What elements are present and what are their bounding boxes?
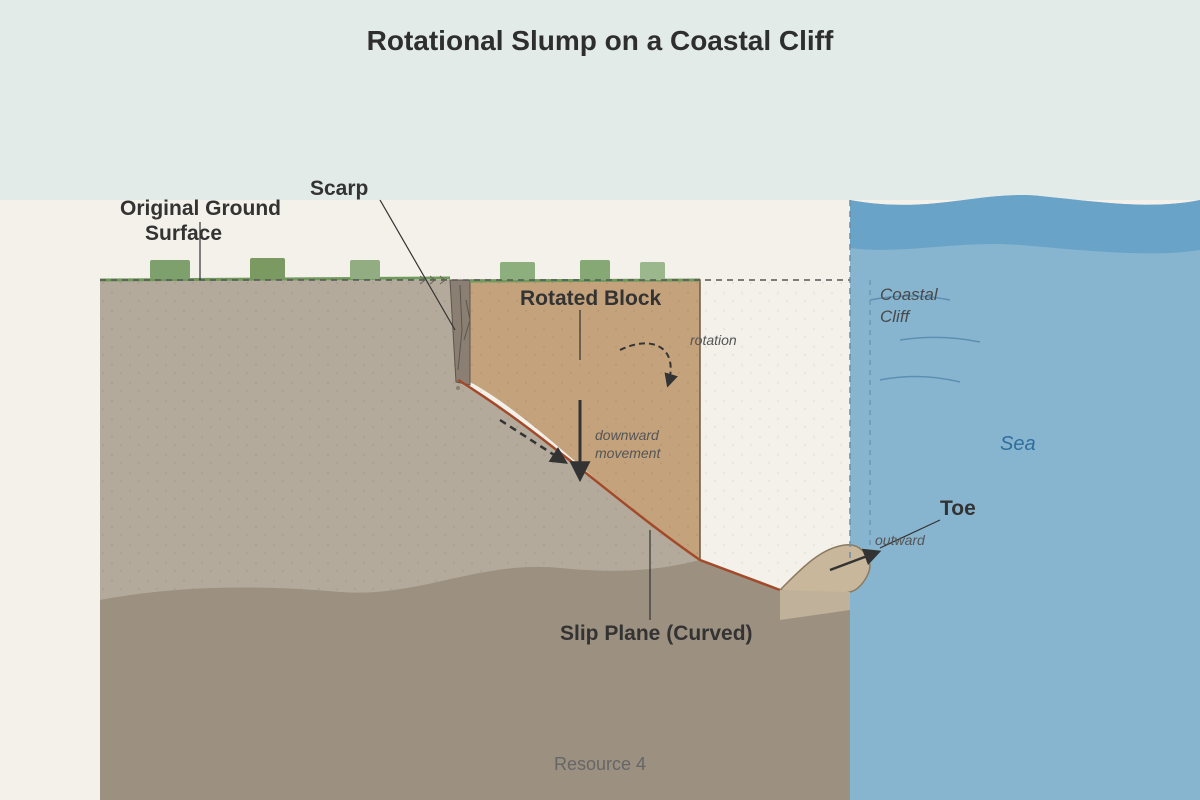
label-downward-1: downward bbox=[595, 427, 660, 443]
leader-scarp bbox=[379, 199, 456, 331]
shrub bbox=[350, 260, 380, 279]
slip-arrow bbox=[499, 418, 568, 464]
sea-ripple bbox=[899, 336, 981, 343]
label-outward: outward bbox=[875, 532, 926, 548]
shrub bbox=[250, 258, 285, 279]
label-scarp: Scarp bbox=[310, 177, 368, 200]
label-original-ground-1: Original Ground bbox=[120, 197, 281, 220]
cliff-rock-lower bbox=[100, 560, 850, 800]
rotation-arrow bbox=[619, 342, 678, 388]
sea-ripple bbox=[869, 295, 951, 301]
label-slip-plane: Slip Plane (Curved) bbox=[560, 622, 753, 645]
label-rotated-block: Rotated Block bbox=[520, 287, 662, 310]
shrub bbox=[580, 260, 610, 280]
sky bbox=[0, 0, 1200, 200]
outward-arrow bbox=[829, 548, 882, 572]
label-downward-2: movement bbox=[595, 445, 661, 461]
shrub bbox=[640, 262, 665, 280]
sea-ripple bbox=[879, 375, 961, 383]
label-sea: Sea bbox=[1000, 433, 1036, 455]
footer-resource: Resource 4 bbox=[554, 754, 646, 774]
label-toe: Toe bbox=[940, 497, 976, 520]
scarp-movement-chevrons bbox=[419, 275, 446, 285]
label-original-ground-2: Surface bbox=[145, 222, 222, 245]
label-coastal-cliff-1: Coastal bbox=[880, 285, 939, 304]
diagram-title: Rotational Slump on a Coastal Cliff bbox=[367, 25, 834, 56]
leader-toe bbox=[879, 519, 941, 549]
sea-surface-band bbox=[850, 195, 1200, 254]
shrub bbox=[500, 262, 535, 280]
shrub bbox=[150, 260, 190, 279]
label-coastal-cliff-2: Cliff bbox=[880, 307, 912, 326]
label-rotation: rotation bbox=[690, 332, 737, 348]
sea-water bbox=[850, 195, 1200, 800]
